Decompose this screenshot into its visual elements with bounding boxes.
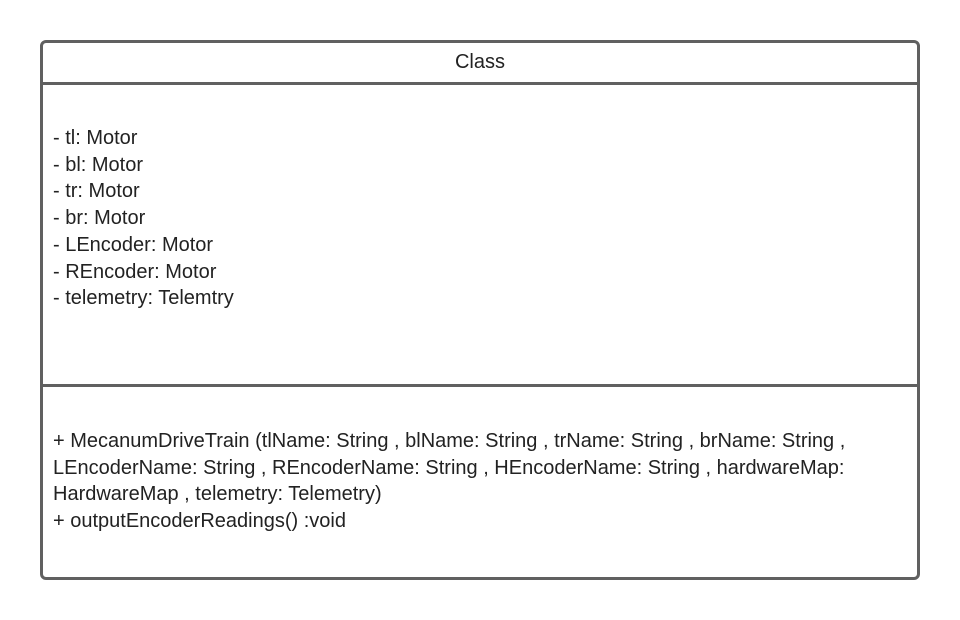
operation-item: + outputEncoderReadings() :void (53, 510, 346, 533)
attribute-item: - REncoder: Motor (53, 260, 217, 283)
attributes-compartment: - tl: Motor - bl: Motor - tr: Motor - br… (43, 85, 917, 387)
operations-compartment: + MecanumDriveTrain (tlName: String , bl… (43, 387, 917, 577)
attribute-item: - LEncoder: Motor (53, 233, 214, 256)
operation-item: + MecanumDriveTrain (tlName: String , bl… (53, 430, 846, 506)
attribute-item: - bl: Motor (53, 153, 144, 176)
attribute-item: - br: Motor (53, 207, 146, 230)
class-name-compartment: Class (43, 43, 917, 85)
attribute-item: - tl: Motor (53, 127, 138, 149)
attribute-item: - telemetry: Telemtry (53, 287, 234, 310)
uml-class-box[interactable]: Class - tl: Motor - bl: Motor - tr: Moto… (40, 40, 920, 580)
attribute-item: - tr: Motor (53, 180, 140, 203)
class-name: Class (454, 51, 505, 73)
